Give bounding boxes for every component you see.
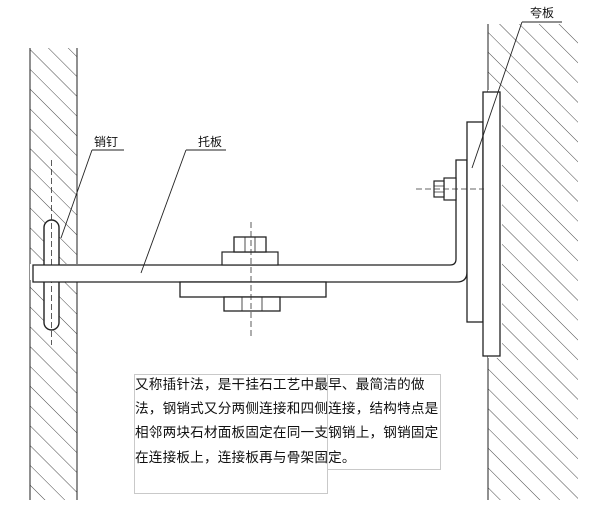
lower-backing-plate	[179, 281, 327, 298]
wall-plate-label: 夸板	[530, 6, 554, 20]
lower-nut	[223, 296, 281, 312]
wall-plate-leader: 夸板	[471, 6, 562, 169]
wall-plate	[466, 91, 501, 357]
support-plate-label: 托板	[198, 135, 222, 149]
upper-nut	[233, 236, 267, 253]
upper-washer	[221, 251, 279, 266]
wall-anchor-bolt	[416, 177, 484, 201]
right-wall	[487, 24, 578, 500]
support-plate-leader: 托板	[140, 135, 226, 274]
pin-label: 销钉	[94, 135, 118, 149]
pin-leader: 销钉	[60, 135, 124, 239]
description-text: 又称插针法，是干挂石工艺中最早、最简洁的做法，钢销式又分两侧连接和四侧连接，结构…	[135, 377, 439, 466]
